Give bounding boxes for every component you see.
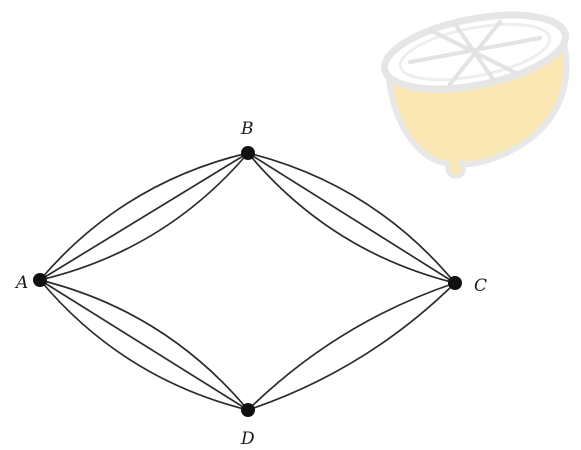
lemon-inner-rim: [398, 22, 552, 82]
node-c: [448, 276, 462, 290]
node-d: [241, 403, 255, 417]
node-label-c: C: [474, 276, 487, 296]
edge-a-d-3: [39, 279, 249, 411]
edge-d-c-1: [247, 282, 456, 411]
graph-edges: [39, 152, 456, 411]
edge-a-b-3: [39, 152, 249, 281]
node-a: [33, 273, 47, 287]
node-label-a: A: [14, 273, 28, 293]
lemon-segments: [408, 20, 542, 86]
edge-d-c-2: [247, 282, 456, 411]
edge-a-d-2: [39, 279, 249, 411]
node-b: [241, 146, 255, 160]
edge-a-d-1: [39, 279, 249, 411]
node-label-d: D: [240, 429, 255, 449]
edge-a-b-2: [39, 152, 249, 281]
edge-b-c-2: [247, 152, 456, 284]
edge-a-b-1: [39, 152, 249, 281]
edge-b-c-1: [247, 152, 456, 284]
graph-nodes: [33, 146, 462, 417]
node-label-b: B: [240, 119, 254, 139]
lemon-watermark-icon: [380, 11, 570, 179]
edge-b-c-3: [247, 152, 456, 284]
graph-labels: A B C D: [14, 119, 487, 449]
lemon-drip: [445, 158, 466, 179]
